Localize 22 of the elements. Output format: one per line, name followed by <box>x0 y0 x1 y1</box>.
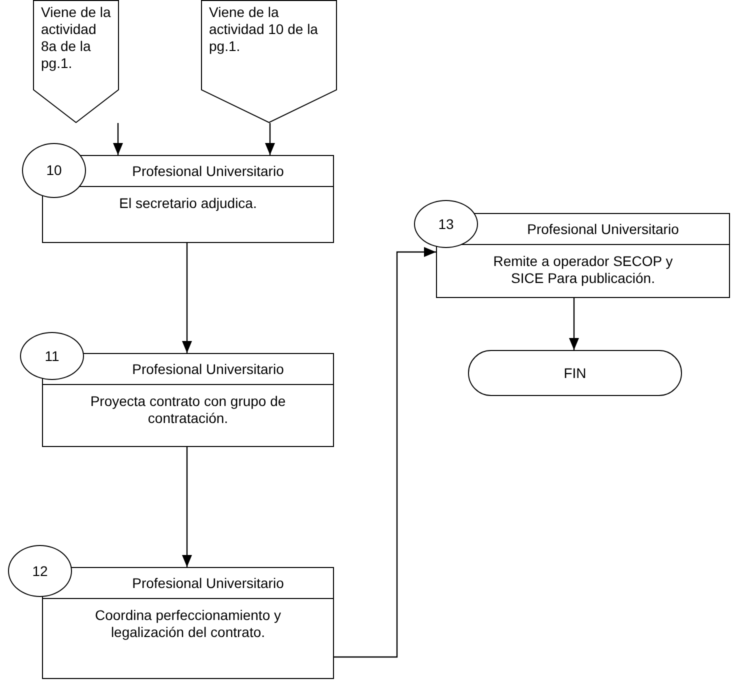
arrow <box>265 123 275 155</box>
activity-text: El secretario adjudica. <box>119 195 257 212</box>
step-number: 13 <box>438 214 454 234</box>
activity-text: Coordina perfeccionamiento y legalización del contrato. <box>94 607 282 641</box>
arrow <box>182 447 192 567</box>
activity-text: Remite a operador SECOP y SICE Para publicación. <box>492 253 674 287</box>
step-number: 10 <box>46 161 62 180</box>
connector-text: Viene de la actividad 10 de la pg.1. <box>209 4 318 54</box>
off-page-connector <box>33 0 119 123</box>
step-number: 11 <box>44 346 60 366</box>
activity-text: Proyecta contrato con grupo de contratación. <box>89 393 287 427</box>
arrow <box>113 123 123 155</box>
arrow <box>569 298 579 350</box>
activity-box <box>42 353 334 447</box>
terminator <box>468 350 682 396</box>
activity-box <box>42 155 334 243</box>
off-page-connector <box>201 0 337 123</box>
terminator-text: FIN <box>564 364 586 382</box>
activity-box <box>436 213 730 298</box>
arrow <box>334 247 436 658</box>
arrow <box>182 243 192 353</box>
connector-text: Viene de la actividad 8a de la pg.1. <box>41 4 111 71</box>
